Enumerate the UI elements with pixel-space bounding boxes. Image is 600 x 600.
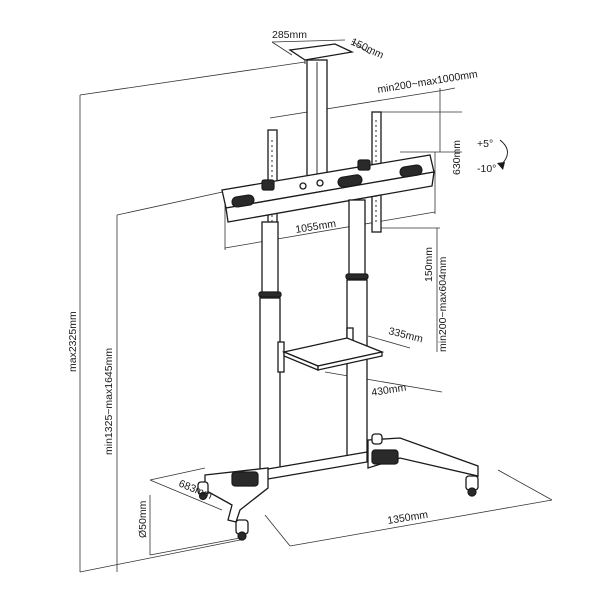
caster-back-right bbox=[371, 433, 383, 445]
label-shelf-width: 430mm bbox=[371, 382, 408, 399]
left-foot-hub bbox=[231, 471, 259, 487]
dimension-lines bbox=[79, 39, 553, 573]
top-plate bbox=[288, 43, 355, 61]
slot-center bbox=[337, 174, 363, 188]
shelf-depth-line bbox=[367, 335, 411, 349]
label-column-adjust: 150mm bbox=[423, 247, 435, 282]
max-height-ext-bottom bbox=[79, 539, 241, 573]
caster-right bbox=[465, 475, 479, 497]
base-depth-ext bbox=[149, 467, 206, 481]
left-clamp bbox=[258, 291, 282, 298]
label-column-diameter: Ø50mm bbox=[137, 500, 149, 538]
slot-right bbox=[399, 164, 423, 178]
diameter-ext bbox=[149, 537, 241, 556]
base-width-line bbox=[289, 499, 553, 547]
knob-right bbox=[357, 159, 371, 171]
vesa-range-line bbox=[269, 89, 446, 119]
left-column-upper bbox=[261, 221, 279, 299]
left-column-lower bbox=[259, 297, 281, 477]
tilt-arrow bbox=[499, 139, 508, 167]
right-foot bbox=[367, 437, 479, 477]
label-tilt-up: +5° bbox=[477, 138, 493, 150]
label-mount-width: 1055mm bbox=[295, 218, 337, 236]
knob-left bbox=[261, 179, 275, 191]
label-vesa-vertical: 630mm bbox=[451, 140, 463, 175]
top-width-line bbox=[271, 39, 346, 43]
base-depth-line bbox=[149, 479, 223, 511]
top-depth-line bbox=[351, 40, 371, 55]
right-foot-hub bbox=[371, 449, 399, 465]
label-top-plate-depth: 150mm bbox=[349, 36, 386, 62]
label-max-height: max2325mm bbox=[67, 311, 79, 372]
max-height-ext-top bbox=[79, 61, 306, 96]
label-mount-height: min1325~max1645mm bbox=[103, 348, 115, 455]
dimension-labels: 285mm 150mm min200~max1000mm 630mm +5° -… bbox=[67, 29, 496, 538]
label-base-width: 1350mm bbox=[387, 509, 429, 527]
slot-left bbox=[231, 194, 255, 208]
mount-bar-lower bbox=[225, 171, 435, 223]
mount-width-line bbox=[224, 211, 436, 249]
base-width-ext-right bbox=[497, 469, 553, 501]
label-shelf-depth: 335mm bbox=[387, 325, 424, 345]
label-shelf-range: min200~max604mm bbox=[437, 256, 449, 352]
shelf-width-line bbox=[324, 371, 443, 393]
top-width-ext-left bbox=[271, 41, 293, 56]
right-clamp bbox=[345, 273, 369, 280]
caster-front-left bbox=[235, 519, 249, 541]
vesa-range-ext bbox=[444, 87, 456, 91]
caster-back-left bbox=[197, 481, 209, 501]
label-vesa-range: min200~max1000mm bbox=[377, 68, 479, 96]
shelf-bracket-left bbox=[277, 341, 285, 373]
stand-drawing bbox=[197, 43, 508, 541]
right-column-upper bbox=[348, 199, 366, 279]
label-tilt-down: -10° bbox=[477, 163, 496, 175]
label-top-plate-width: 285mm bbox=[272, 29, 307, 41]
right-column-lower bbox=[346, 279, 368, 461]
base-width-ext-left bbox=[264, 514, 291, 547]
